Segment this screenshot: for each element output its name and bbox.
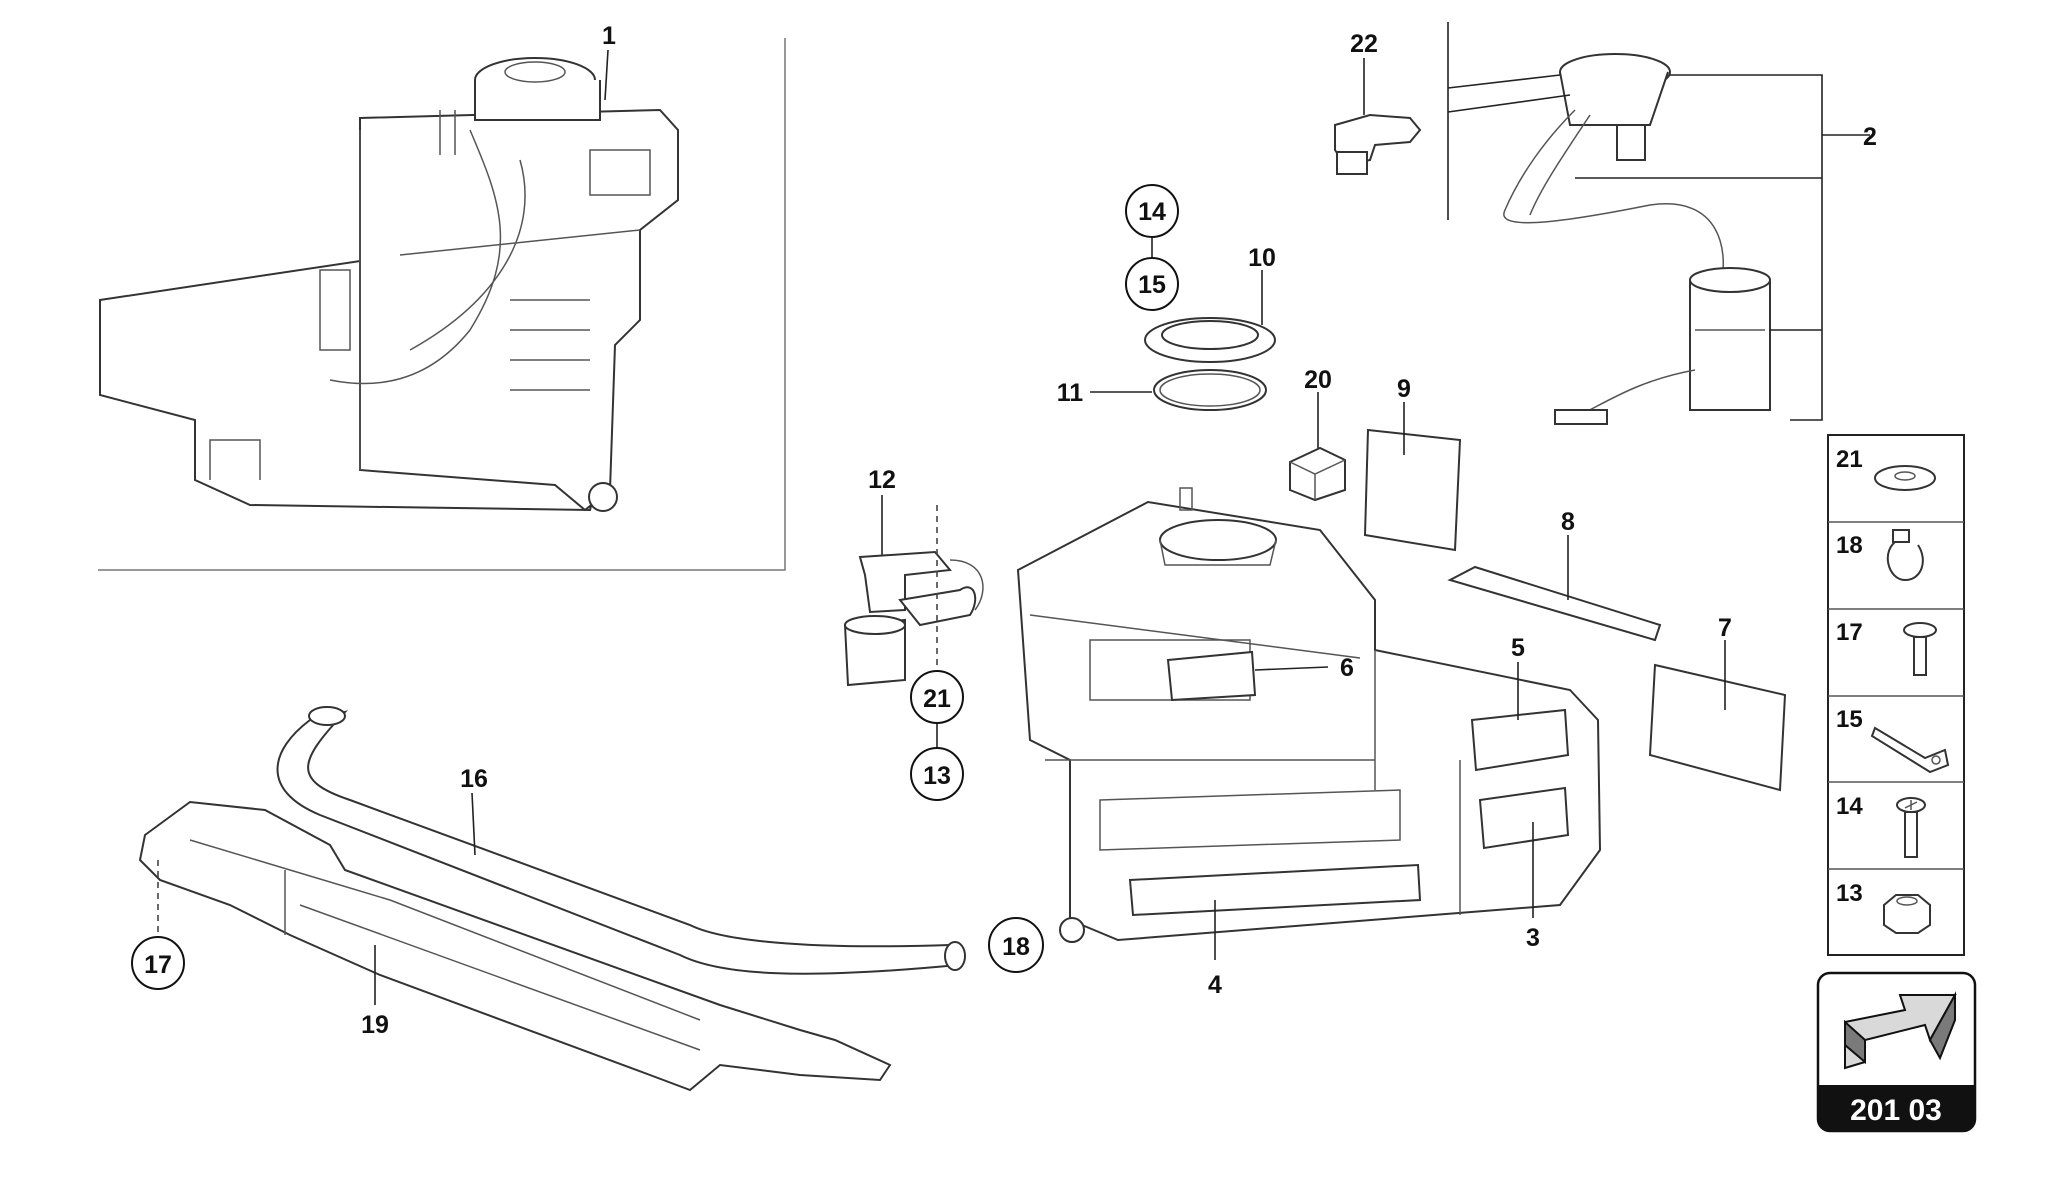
callout-15: 15 (1138, 271, 1166, 299)
main-tank: 6 5 3 4 (1016, 487, 1602, 999)
part-19-guard: 17 19 (131, 800, 892, 1092)
hex-nut-icon (1883, 894, 1931, 934)
washer-icon (1874, 465, 1936, 491)
callout-21: 21 (923, 685, 951, 713)
parts-20-9: 20 9 (1289, 366, 1462, 552)
kit-item-14: 14 (1836, 793, 1863, 820)
callout-7: 7 (1718, 614, 1732, 642)
callout-9: 9 (1397, 375, 1411, 403)
callout-2: 2 (1863, 123, 1877, 151)
kit-item-18: 18 (1836, 532, 1863, 559)
callout-22: 22 (1350, 30, 1378, 58)
callout-10: 10 (1248, 244, 1276, 272)
callout-16: 16 (460, 765, 488, 793)
callout-3: 3 (1526, 924, 1540, 952)
kit-item-21: 21 (1836, 446, 1863, 473)
callout-12: 12 (868, 466, 896, 494)
callout-20: 20 (1304, 366, 1332, 394)
screw-icon (1896, 797, 1926, 858)
hardware-kit-panel: 21 18 17 15 14 13 (1827, 434, 1965, 956)
bolt-with-washer-icon (1903, 622, 1937, 676)
assembly-overview: 1 (98, 22, 786, 571)
callout-18: 18 (1002, 933, 1030, 961)
bracket-clip-icon (1870, 726, 1950, 774)
callout-1: 1 (602, 22, 616, 50)
callout-17: 17 (144, 951, 172, 979)
kit-item-17: 17 (1836, 619, 1863, 646)
parts-10-11-14-15: 14 15 10 11 (1057, 184, 1276, 411)
callout-6: 6 (1340, 654, 1354, 682)
callout-5: 5 (1511, 634, 1525, 662)
kit-item-15: 15 (1836, 706, 1863, 733)
callout-4: 4 (1208, 971, 1222, 999)
part-7-pad: 7 (1648, 614, 1787, 792)
reference-box: 201 03 (1816, 971, 1977, 1133)
part-2-fuel-pump: 2 (1447, 22, 1877, 425)
kit-item-13: 13 (1836, 880, 1863, 907)
callout-19: 19 (361, 1011, 389, 1039)
arrow-right-up-icon (1844, 991, 1957, 1070)
hose-clamp-icon (1886, 529, 1924, 582)
part-12-valve: 12 21 13 (843, 466, 984, 801)
part-22-sensor: 22 (1334, 30, 1422, 175)
callout-14: 14 (1138, 198, 1166, 226)
callout-13: 13 (923, 762, 951, 790)
reference-code: 201 03 (1850, 1094, 1942, 1127)
callout-11: 11 (1057, 379, 1084, 407)
part-16-pipe: 16 18 (276, 706, 1044, 975)
callout-8: 8 (1561, 508, 1575, 536)
part-8-strip: 8 (1447, 508, 1662, 642)
